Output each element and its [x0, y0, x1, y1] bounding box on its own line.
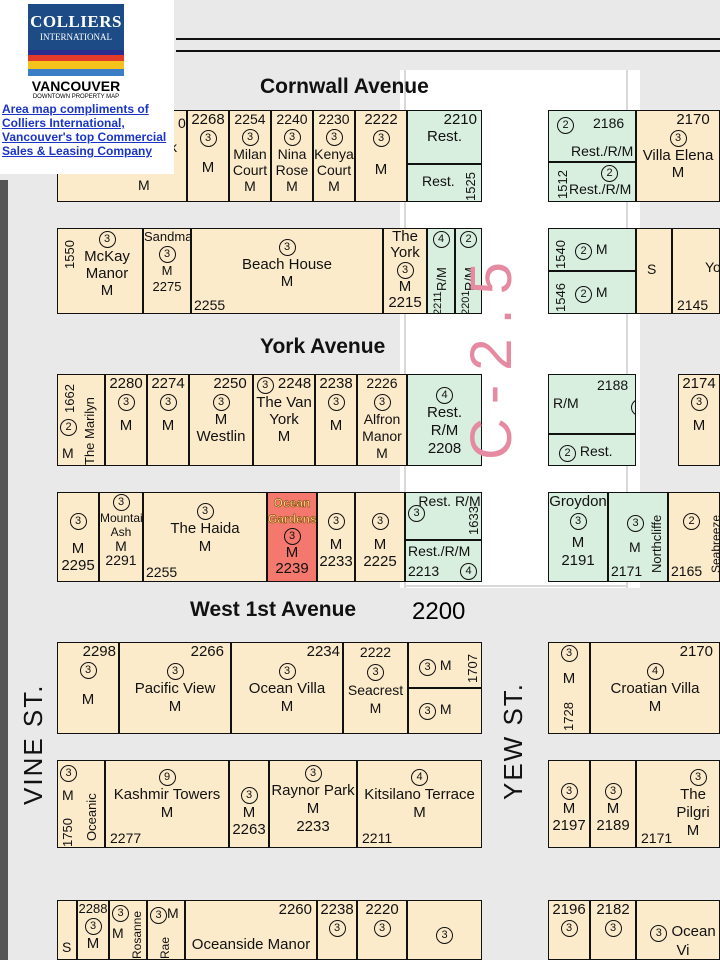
logo-stripe — [28, 50, 124, 55]
lot-commercial[interactable]: 3 Rest. R/M 1633 — [405, 492, 482, 540]
rail-line — [176, 38, 720, 52]
logo-tagline: DOWNTOWN PROPERTY MAP — [32, 94, 120, 100]
street-cornwall: Cornwall Avenue — [260, 75, 429, 98]
lot[interactable]: 3 M — [408, 688, 482, 734]
lot-commercial[interactable]: Rest./R/M 2213 4 — [405, 540, 482, 582]
street-york: York Avenue — [260, 335, 386, 358]
lot[interactable]: 3 — [407, 900, 482, 960]
lot[interactable]: 3 M 1707 — [408, 642, 482, 688]
zoning-label: C-2.5 — [459, 248, 524, 460]
lot-commercial[interactable]: 3 M 2171 Northcliffe — [608, 492, 668, 582]
lot-commercial[interactable]: 1546 2 M — [548, 271, 636, 314]
street-vine: VINE ST. — [18, 683, 48, 805]
map-edge — [0, 180, 8, 960]
logo-stripe — [28, 69, 124, 76]
lot[interactable]: 3 Ocean Vi — [636, 900, 720, 960]
lot[interactable]: 3 M 1750 Oceanic — [57, 760, 105, 848]
lot-commercial[interactable]: 1540 2 M — [548, 228, 636, 271]
lot-commercial[interactable]: 2 Rest. — [548, 434, 636, 466]
street-yew: YEW ST. — [498, 681, 528, 800]
lot-commercial[interactable]: 1512 2 Rest./R/M — [548, 162, 636, 202]
logo-city: VANCOUVER — [31, 78, 121, 94]
colliers-logo: COLLIERS INTERNATIONAL — [28, 4, 124, 50]
lot[interactable]: 3 M Rosanne — [109, 900, 147, 960]
lot[interactable]: S — [636, 228, 672, 314]
colliers-logo-panel: COLLIERS INTERNATIONAL VANCOUVER DOWNTOW… — [0, 0, 174, 174]
lot-commercial[interactable]: Rest. 1525 — [407, 164, 482, 202]
lot-commercial[interactable]: 2188 R/M 4 — [548, 374, 636, 434]
block-number: 2200 — [412, 598, 466, 625]
lot[interactable]: 1662 The Marilyn 2 M — [57, 374, 105, 466]
lane-edge — [404, 585, 628, 587]
lot[interactable]: Sandman3M2275 — [143, 228, 191, 314]
street-west1st: West 1st Avenue — [190, 598, 357, 621]
lot-commercial[interactable]: 2 2186 Rest./R/M — [548, 110, 636, 162]
logo-stripe — [28, 55, 124, 61]
lane-edge — [626, 70, 628, 588]
lot[interactable]: 2 Seabreeze 2165 — [668, 492, 720, 582]
lane-edge — [404, 70, 406, 588]
lot[interactable]: Yo 2145 — [672, 228, 720, 314]
credit-link[interactable]: Area map compliments of Colliers Interna… — [2, 102, 167, 158]
lot[interactable]: S — [57, 900, 77, 960]
logo-stripe — [28, 61, 124, 69]
